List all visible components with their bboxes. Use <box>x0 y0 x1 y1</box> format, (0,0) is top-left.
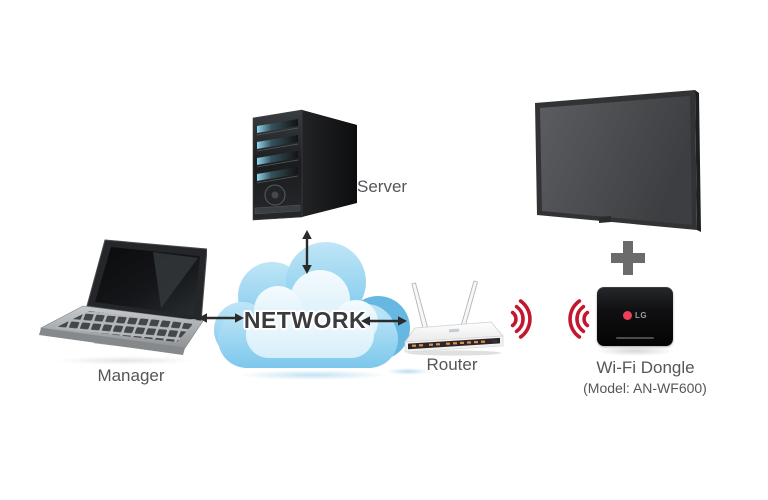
router-illustration <box>404 280 504 356</box>
wifi-dongle-illustration: LG <box>597 287 673 346</box>
manager-laptop-illustration <box>39 239 207 355</box>
dongle-shadow <box>595 346 675 356</box>
network-cloud-illustration <box>214 242 410 368</box>
cloud-shadow <box>238 370 388 380</box>
wifi-dongle-model-label: (Model: AN-WF600) <box>583 380 707 396</box>
laptop-shadow <box>55 356 195 365</box>
wifi-waves-router-icon <box>510 299 532 339</box>
cloud-reflection <box>386 368 430 375</box>
lg-logo-circle-icon <box>622 310 632 320</box>
manager-label: Manager <box>97 366 165 385</box>
manager-network-arrow-icon <box>198 313 244 323</box>
router-logo <box>448 328 460 333</box>
wifi-dongle-label: Wi-Fi Dongle <box>596 358 695 377</box>
screen-reflection <box>153 252 198 308</box>
keyboard <box>55 311 193 342</box>
display-screen <box>540 96 692 225</box>
dongle-model-strip <box>616 336 654 339</box>
lg-logo: LG <box>597 309 673 321</box>
server-illustration <box>252 109 357 221</box>
router-antenna-right <box>460 280 479 327</box>
router-antenna-left <box>411 282 429 329</box>
server-network-arrow-icon <box>302 230 312 274</box>
router-leds <box>412 339 497 347</box>
network-label: NETWORK <box>243 307 367 333</box>
network-router-arrow-icon <box>361 316 407 326</box>
lg-logo-text: LG <box>634 310 648 320</box>
display-illustration <box>535 90 701 232</box>
router-label: Router <box>426 355 478 374</box>
server-label: Server <box>357 177 408 196</box>
drive-bays <box>256 119 299 184</box>
wifi-waves-dongle-icon <box>568 299 590 339</box>
plus-icon <box>611 241 645 275</box>
display-stand-notch <box>599 216 611 223</box>
